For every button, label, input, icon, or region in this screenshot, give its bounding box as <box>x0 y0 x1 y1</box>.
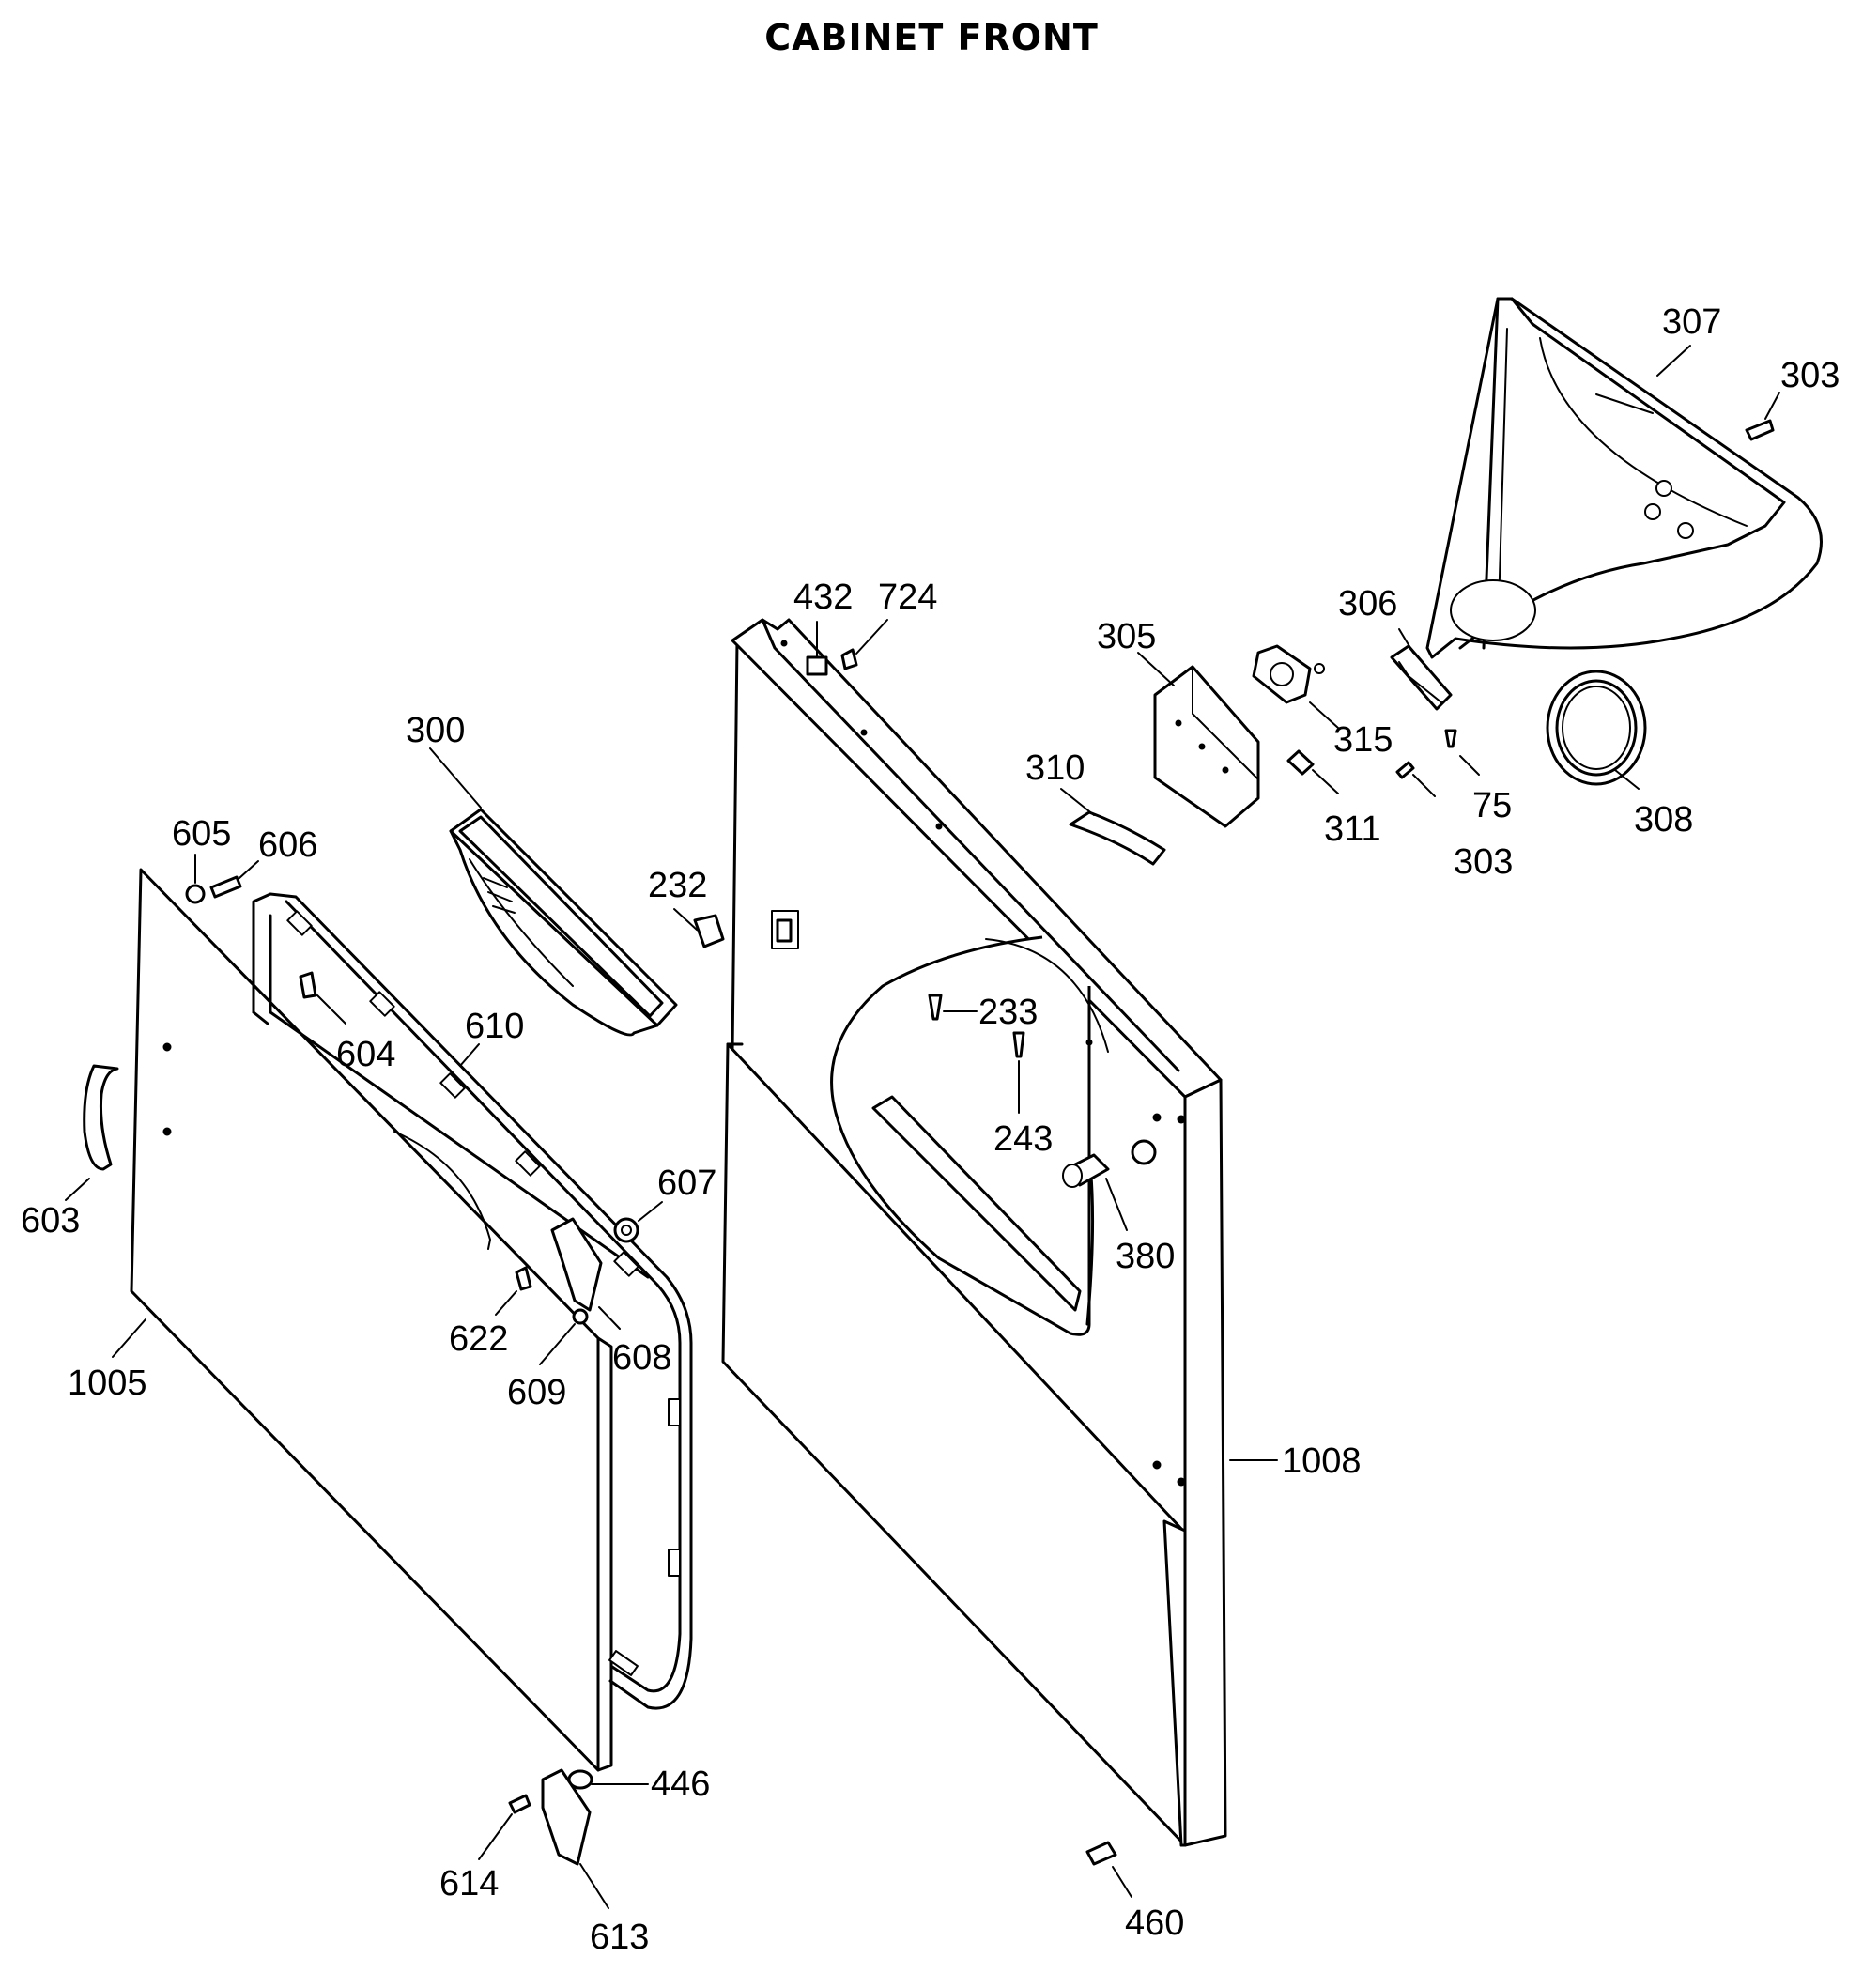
callout-labels: 300 232 432 724 305 310 315 306 311 303 … <box>21 302 1840 1957</box>
callout-604: 604 <box>336 1035 395 1074</box>
seal-ring-308 <box>1546 670 1647 786</box>
callout-243: 243 <box>993 1119 1053 1159</box>
callout-305: 305 <box>1097 617 1156 656</box>
handle-603 <box>83 1064 119 1171</box>
callout-300: 300 <box>406 711 465 750</box>
callout-232: 232 <box>648 866 707 905</box>
callout-614: 614 <box>439 1864 499 1903</box>
screw-233 <box>928 994 943 1021</box>
hinge-608 <box>550 1217 603 1312</box>
callout-75: 75 <box>1472 786 1512 825</box>
screw-606 <box>209 875 242 899</box>
callout-609: 609 <box>507 1373 566 1412</box>
callout-603: 603 <box>21 1201 80 1241</box>
diagram-title: CABINET FRONT <box>764 17 1099 58</box>
screw-724 <box>840 648 858 670</box>
callout-607: 607 <box>657 1164 716 1203</box>
callout-460: 460 <box>1125 1903 1184 1943</box>
lint-filter-300 <box>449 808 678 1037</box>
callout-446: 446 <box>651 1765 710 1804</box>
callout-310: 310 <box>1025 748 1085 788</box>
switch-232 <box>693 914 725 948</box>
callout-608: 608 <box>612 1338 671 1378</box>
screw-303-upper <box>1745 419 1775 441</box>
screw-604 <box>299 971 317 999</box>
callout-622: 622 <box>449 1319 508 1359</box>
callout-380: 380 <box>1116 1237 1175 1276</box>
latch-306 <box>1390 644 1453 711</box>
washer-605 <box>185 884 206 904</box>
nut-609 <box>572 1308 589 1325</box>
screw-303-lower <box>1395 761 1415 779</box>
callout-610: 610 <box>465 1007 524 1046</box>
callout-303-lower: 303 <box>1454 842 1513 882</box>
callout-613: 613 <box>590 1918 649 1957</box>
strap-310 <box>1069 810 1166 866</box>
callout-724: 724 <box>878 578 937 617</box>
callout-432: 432 <box>793 578 853 617</box>
screw-622 <box>515 1266 532 1291</box>
callout-306: 306 <box>1338 584 1397 624</box>
screw-75 <box>1444 729 1457 748</box>
front-panel-1008 <box>721 618 1227 1847</box>
block-311 <box>1286 749 1315 776</box>
callout-308: 308 <box>1634 800 1693 840</box>
callout-307: 307 <box>1662 302 1721 342</box>
switch-380 <box>1062 1153 1110 1188</box>
screw-243 <box>1012 1031 1025 1058</box>
callout-1008: 1008 <box>1282 1441 1362 1481</box>
door-inner-frame-610 <box>252 892 693 1710</box>
callout-606: 606 <box>258 825 317 865</box>
hinge-613 <box>541 1768 592 1866</box>
door-panel-1005 <box>130 868 613 1772</box>
callout-1005: 1005 <box>68 1364 147 1403</box>
screw-460 <box>1085 1841 1117 1866</box>
callout-315: 315 <box>1333 720 1393 760</box>
callout-605: 605 <box>172 814 231 854</box>
callout-311: 311 <box>1324 809 1381 849</box>
bumper-607 <box>613 1217 639 1243</box>
clip-432 <box>806 655 828 676</box>
blower-housing-307 <box>1425 297 1823 659</box>
bearing-315 <box>1252 644 1325 704</box>
leader-lines <box>65 345 1780 1909</box>
bracket-305 <box>1153 665 1260 828</box>
callout-303-upper: 303 <box>1780 356 1840 395</box>
screw-614 <box>508 1794 531 1814</box>
callout-233: 233 <box>978 993 1038 1032</box>
